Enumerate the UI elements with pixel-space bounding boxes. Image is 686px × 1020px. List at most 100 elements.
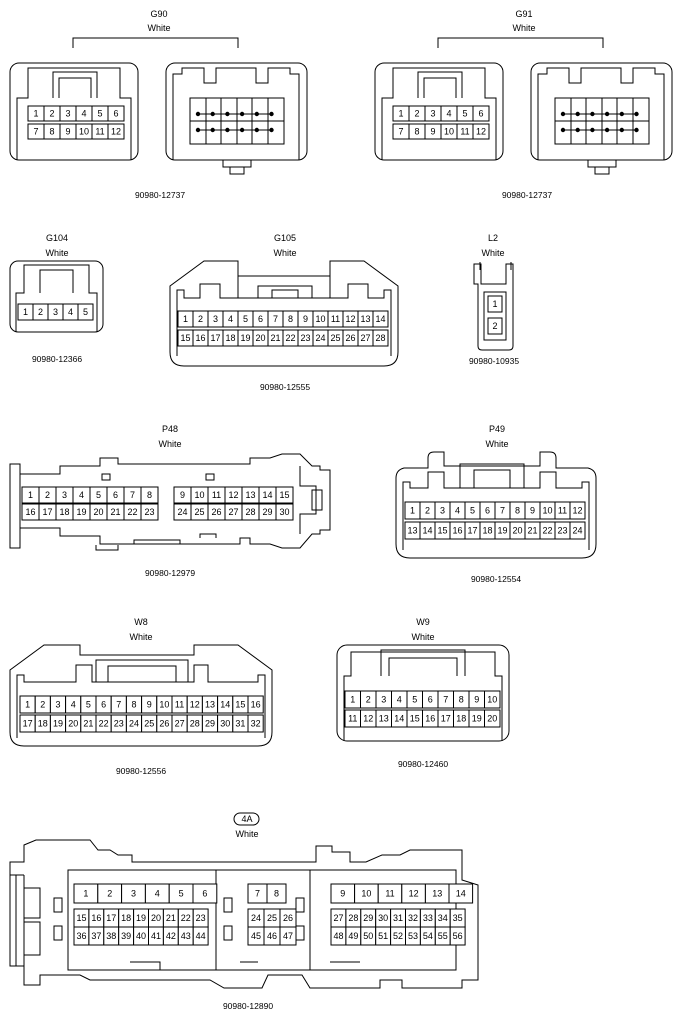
pin-number: 10 — [542, 506, 552, 516]
pin-number: 55 — [438, 931, 448, 941]
pin-number: 8 — [147, 490, 152, 500]
pin-number: 9 — [474, 695, 479, 705]
pin-number: 17 — [467, 526, 477, 536]
pin-number: 11 — [95, 127, 104, 137]
pin-number: 53 — [408, 931, 418, 941]
pin-cavity — [275, 486, 294, 504]
pin-number: 10 — [194, 490, 204, 500]
pin-number: 5 — [179, 889, 184, 899]
part-number: 90980-12460 — [398, 759, 448, 769]
pin-number: 25 — [267, 913, 277, 923]
pin-cavity — [372, 310, 389, 328]
connector-code: 4A — [241, 814, 252, 824]
connector-body — [169, 260, 399, 367]
terminal-dots — [195, 111, 274, 133]
harness-side-view — [530, 62, 673, 175]
part-number: 90980-12890 — [223, 1001, 273, 1011]
pin-number: 3 — [430, 109, 435, 119]
pin-number: 22 — [99, 719, 109, 729]
pin-number: 15 — [180, 333, 190, 343]
connector-color: White — [512, 23, 535, 33]
connector-color: White — [481, 248, 504, 258]
connector-color: White — [273, 248, 296, 258]
pin-number: 7 — [500, 506, 505, 516]
pin-number: 8 — [274, 889, 279, 899]
pin-number: 1 — [28, 490, 33, 500]
pin-number: 14 — [394, 714, 404, 724]
pin-number: 3 — [213, 314, 218, 324]
pin-number: 26 — [159, 719, 169, 729]
terminal-dot — [269, 127, 274, 133]
pin-number: 9 — [65, 127, 70, 137]
pin-number: 3 — [53, 307, 58, 317]
pin-number: 3 — [65, 109, 70, 119]
connector-code: G105 — [274, 233, 296, 243]
pin-number: 28 — [375, 333, 385, 343]
pin-number: 11 — [460, 127, 469, 137]
pin-number: 10 — [487, 695, 497, 705]
pin-number: 23 — [144, 507, 154, 517]
pin-number: 32 — [251, 719, 261, 729]
pin-number: 20 — [512, 526, 522, 536]
pin-number: 24 — [129, 719, 139, 729]
pin-number: 18 — [38, 719, 48, 729]
pin-number: 38 — [106, 931, 116, 941]
pin-number: 49 — [348, 931, 358, 941]
pair-bracket — [72, 37, 239, 48]
pin-number: 9 — [180, 490, 185, 500]
pin-number: 28 — [348, 913, 358, 923]
pin-number: 7 — [398, 127, 403, 137]
part-number: 90980-12737 — [502, 190, 552, 200]
pin-number: 25 — [194, 507, 204, 517]
part-number: 90980-12556 — [116, 766, 166, 776]
pin-number: 16 — [25, 507, 35, 517]
pin-number: 3 — [62, 490, 67, 500]
pin-cavity — [140, 503, 159, 521]
pin-number: 2 — [492, 321, 497, 331]
pin-number: 27 — [360, 333, 370, 343]
pin-number: 27 — [333, 913, 343, 923]
pin-number: 1 — [492, 299, 497, 309]
pin-cavity — [569, 501, 586, 520]
terminal-dot — [239, 111, 245, 117]
connector-color: White — [45, 248, 68, 258]
pin-number: 26 — [211, 507, 221, 517]
pin-number: 36 — [76, 931, 86, 941]
terminal-side-view — [9, 62, 139, 161]
pin-number: 23 — [300, 333, 310, 343]
pin-number: 20 — [487, 714, 497, 724]
pin-number: 20 — [151, 913, 161, 923]
connector-body — [336, 644, 510, 742]
terminal-dots — [560, 111, 639, 133]
pin-number: 16 — [251, 700, 261, 710]
pin-number: 18 — [482, 526, 492, 536]
pin-number: 2 — [45, 490, 50, 500]
pin-number: 15 — [437, 526, 447, 536]
terminal-dot — [225, 127, 230, 133]
pin-number: 1 — [183, 314, 188, 324]
pin-number: 32 — [408, 913, 418, 923]
pin-number: 18 — [59, 507, 69, 517]
pin-number: 26 — [345, 333, 355, 343]
pin-cavity — [275, 503, 294, 521]
pin-cavity — [266, 883, 287, 904]
pin-number: 26 — [283, 913, 293, 923]
pin-number: 12 — [190, 700, 200, 710]
pin-number: 25 — [330, 333, 340, 343]
connector-body — [473, 262, 514, 351]
pin-cavity — [484, 690, 501, 709]
pin-number: 8 — [414, 127, 419, 137]
pin-cavity — [107, 123, 125, 140]
pin-number: 17 — [106, 913, 116, 923]
pin-number: 9 — [430, 127, 435, 137]
pin-cavity — [449, 926, 466, 946]
pin-number: 13 — [360, 314, 370, 324]
terminal-dot — [619, 127, 624, 133]
